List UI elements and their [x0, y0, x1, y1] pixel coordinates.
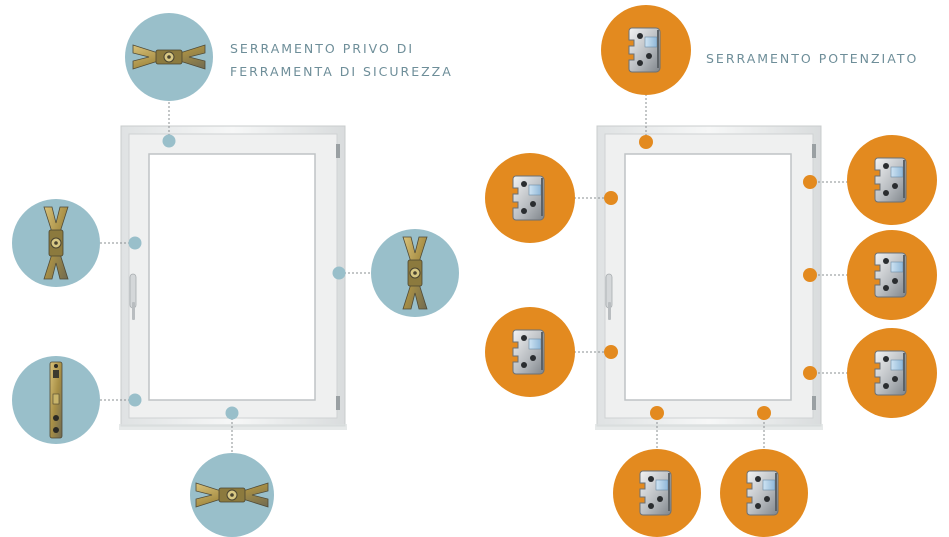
right-panel-title: SERRAMENTO POTENZIATO: [706, 47, 918, 70]
left-attachment-dots: [128, 134, 346, 420]
left-window-frame: [118, 125, 348, 431]
security-keeper-icon: [746, 470, 779, 516]
security-keeper-icon: [874, 252, 907, 298]
left-window-group: [12, 13, 459, 537]
left-title-line-2: FERRAMENTA DI SICUREZZA: [230, 64, 453, 79]
right-right-lower-hardware: [847, 328, 937, 418]
right-left-upper-hardware: [485, 153, 575, 243]
left-title-line-1: SERRAMENTO PRIVO DI: [230, 41, 415, 56]
left-right-hardware: [371, 229, 459, 317]
right-right-upper-hardware: [847, 135, 937, 225]
right-window-frame: [594, 125, 824, 431]
left-panel-title: SERRAMENTO PRIVO DI FERRAMENTA DI SICURE…: [230, 37, 453, 83]
security-keeper-icon: [628, 27, 661, 73]
right-title-text: SERRAMENTO POTENZIATO: [706, 51, 919, 66]
security-keeper-icon: [512, 175, 545, 221]
security-keeper-icon: [512, 329, 545, 375]
right-top-hardware: [601, 5, 691, 95]
right-window-group: [485, 5, 937, 537]
left-upper-hardware: [12, 199, 100, 287]
security-keeper-icon: [874, 157, 907, 203]
right-attachment-dots: [604, 135, 817, 420]
left-bottom-hardware: [190, 453, 274, 537]
left-lower-hardware: [12, 356, 100, 444]
right-bottom-left-hardware: [613, 449, 701, 537]
right-right-middle-hardware: [847, 230, 937, 320]
right-left-lower-hardware: [485, 307, 575, 397]
security-keeper-icon: [639, 470, 672, 516]
espagnolette-bar-icon: [49, 361, 63, 439]
right-bottom-right-hardware: [720, 449, 808, 537]
left-top-hardware: [125, 13, 213, 101]
security-keeper-icon: [874, 350, 907, 396]
